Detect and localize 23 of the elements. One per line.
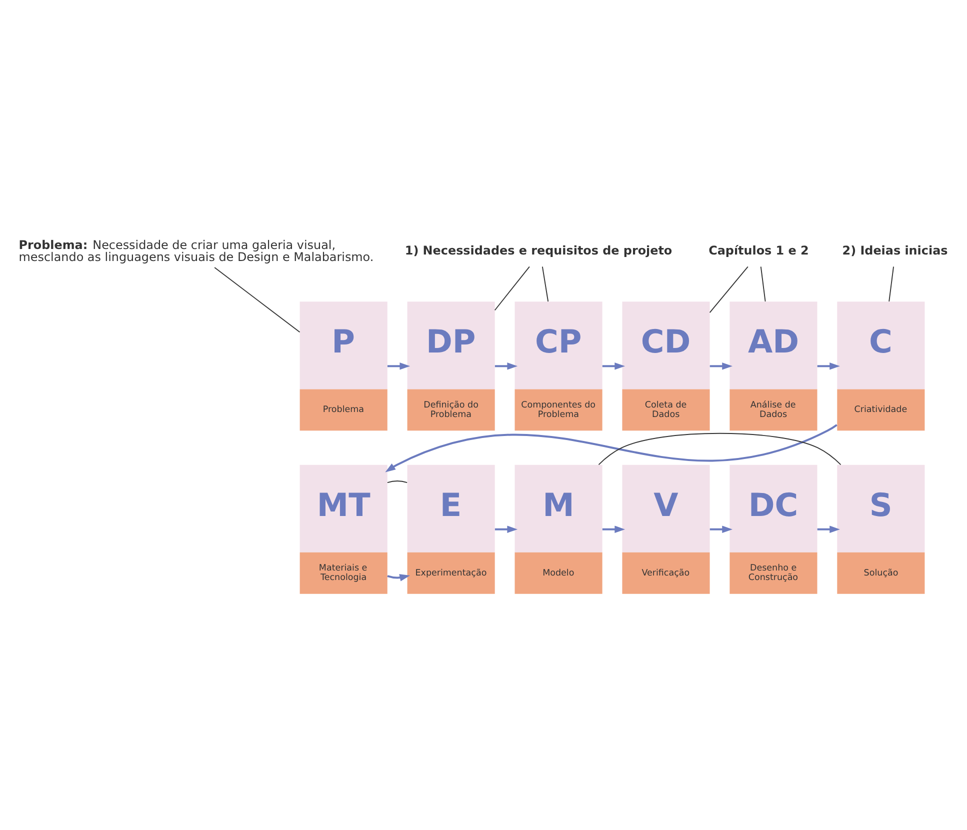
node-text: 1) Necessidades e requisitos de projeto bbox=[404, 242, 672, 257]
arrow bbox=[387, 362, 410, 370]
arrow bbox=[817, 525, 840, 532]
arrow bbox=[387, 574, 410, 581]
arrow bbox=[817, 362, 840, 370]
node-text: Capítulos 1 e 2 bbox=[708, 242, 809, 257]
arrow bbox=[494, 525, 518, 532]
arrow bbox=[710, 362, 732, 370]
connector bbox=[386, 480, 408, 483]
connector bbox=[888, 266, 894, 302]
node-text: 2) Ideias inicias bbox=[842, 242, 948, 257]
connector bbox=[214, 266, 300, 332]
connector bbox=[542, 266, 549, 302]
arrow bbox=[494, 362, 518, 370]
arrow bbox=[385, 424, 838, 472]
connector bbox=[494, 266, 530, 310]
node-text: Problema: Necessidade de criar uma galeria visual, mesclando as linguagens visuais de Design e Malabarismo. bbox=[18, 238, 374, 264]
arrow bbox=[710, 525, 732, 532]
connector bbox=[760, 266, 766, 302]
arrow bbox=[602, 362, 626, 370]
connector bbox=[598, 432, 842, 465]
connector bbox=[709, 266, 748, 313]
arrow bbox=[602, 525, 626, 532]
